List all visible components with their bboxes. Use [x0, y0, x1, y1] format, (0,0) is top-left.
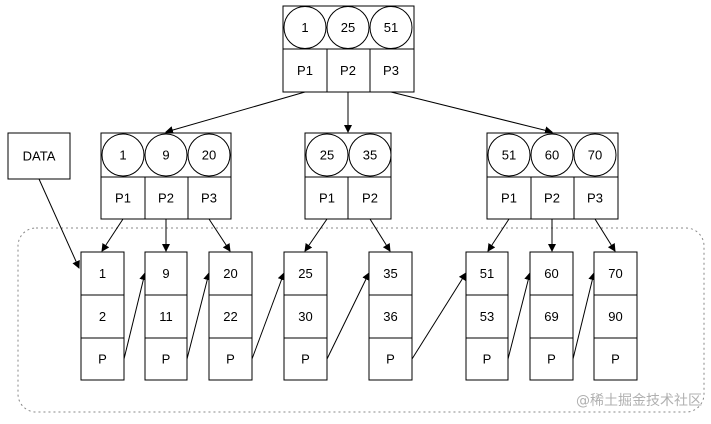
internal-pointer: P2 [362, 191, 378, 206]
root-pointer: P2 [340, 63, 356, 78]
root-node: 1 25 51 P1 P2 P3 [282, 5, 415, 93]
edge-internal-pointer [369, 218, 391, 252]
leaf-node: 20 22 P [208, 251, 253, 381]
leaf-key: 1 [99, 266, 106, 281]
edge-leaf-link [251, 272, 286, 360]
leaf-key: 69 [544, 309, 558, 324]
leaf-key: 90 [608, 309, 622, 324]
leaf-key: 25 [298, 266, 312, 281]
leaf-key: 36 [383, 309, 397, 324]
internal-key: 35 [363, 148, 377, 163]
data-box: DATA [7, 132, 71, 180]
leaf-pointer: P [483, 352, 492, 367]
leaf-key: 22 [223, 309, 237, 324]
leaf-node: 70 90 P [593, 251, 638, 381]
internal-key: 20 [202, 148, 216, 163]
edge-internal-pointer [594, 218, 616, 252]
internal-node: 25 35 P1 P2 [304, 132, 392, 220]
edge-leaf-link [186, 272, 212, 360]
internal-pointer: P3 [201, 191, 217, 206]
internal-pointer: P2 [158, 191, 174, 206]
root-pointer: P1 [297, 63, 313, 78]
internal-pointer: P1 [115, 191, 131, 206]
leaf-pointer: P [301, 352, 310, 367]
edge-root-p3 [390, 91, 553, 135]
leaf-pointer: P [98, 352, 107, 367]
edge-leaf-link [507, 272, 533, 360]
root-key: 25 [341, 20, 355, 35]
leaf-node: 9 11 P [144, 251, 188, 381]
root-key: 1 [301, 20, 308, 35]
edge-leaf-link [411, 272, 467, 360]
internal-pointer: P3 [587, 191, 603, 206]
root-key: 51 [384, 20, 398, 35]
edges [38, 91, 616, 360]
edge-root-p1 [165, 91, 306, 134]
leaf-node: 25 30 P [283, 251, 328, 381]
leaf-key: 51 [480, 266, 494, 281]
internal-key: 1 [119, 148, 126, 163]
leaf-pointer: P [162, 352, 171, 367]
leaf-key: 2 [99, 309, 106, 324]
watermark: @稀土掘金技术社区 [576, 393, 702, 409]
leaf-pointer: P [386, 352, 395, 367]
internal-key: 70 [588, 148, 602, 163]
internal-pointer: P1 [319, 191, 335, 206]
leaf-key: 53 [480, 309, 494, 324]
internal-key: 60 [545, 148, 559, 163]
edge-internal-pointer [304, 218, 328, 252]
edge-internal-pointer [208, 218, 231, 252]
leaf-key: 30 [298, 309, 312, 324]
leaf-key: 9 [162, 266, 169, 281]
internal-pointer: P1 [501, 191, 517, 206]
leaf-level-group [17, 227, 705, 413]
leaf-node: 60 69 P [529, 251, 574, 381]
leaf-key: 11 [159, 309, 173, 324]
edge-data-to-leaf [38, 178, 80, 269]
root-pointer: P3 [383, 63, 399, 78]
leaf-key: 70 [608, 266, 622, 281]
leaf-key: 20 [223, 266, 237, 281]
leaf-pointer: P [226, 352, 235, 367]
leaf-node: 35 36 P [368, 251, 413, 381]
leaf-node: 51 53 P [465, 251, 509, 381]
edge-internal-pointer [487, 218, 510, 252]
data-box-label: DATA [23, 149, 56, 164]
internal-node: 1 9 20 P1 P2 P3 [100, 132, 232, 220]
leaf-key: 60 [544, 266, 558, 281]
edge-leaf-link [326, 272, 370, 360]
internal-node: 51 60 70 P1 P2 P3 [486, 132, 619, 220]
leaf-node: 1 2 P [80, 251, 125, 381]
internal-pointer: P2 [544, 191, 560, 206]
internal-key: 25 [320, 148, 334, 163]
leaf-key: 35 [383, 266, 397, 281]
edge-leaf-link [123, 272, 148, 360]
leaf-pointer: P [611, 352, 620, 367]
edge-leaf-link [572, 272, 597, 360]
internal-key: 9 [162, 148, 169, 163]
leaf-pointer: P [547, 352, 556, 367]
internal-key: 51 [502, 148, 516, 163]
edge-internal-pointer [101, 218, 124, 252]
